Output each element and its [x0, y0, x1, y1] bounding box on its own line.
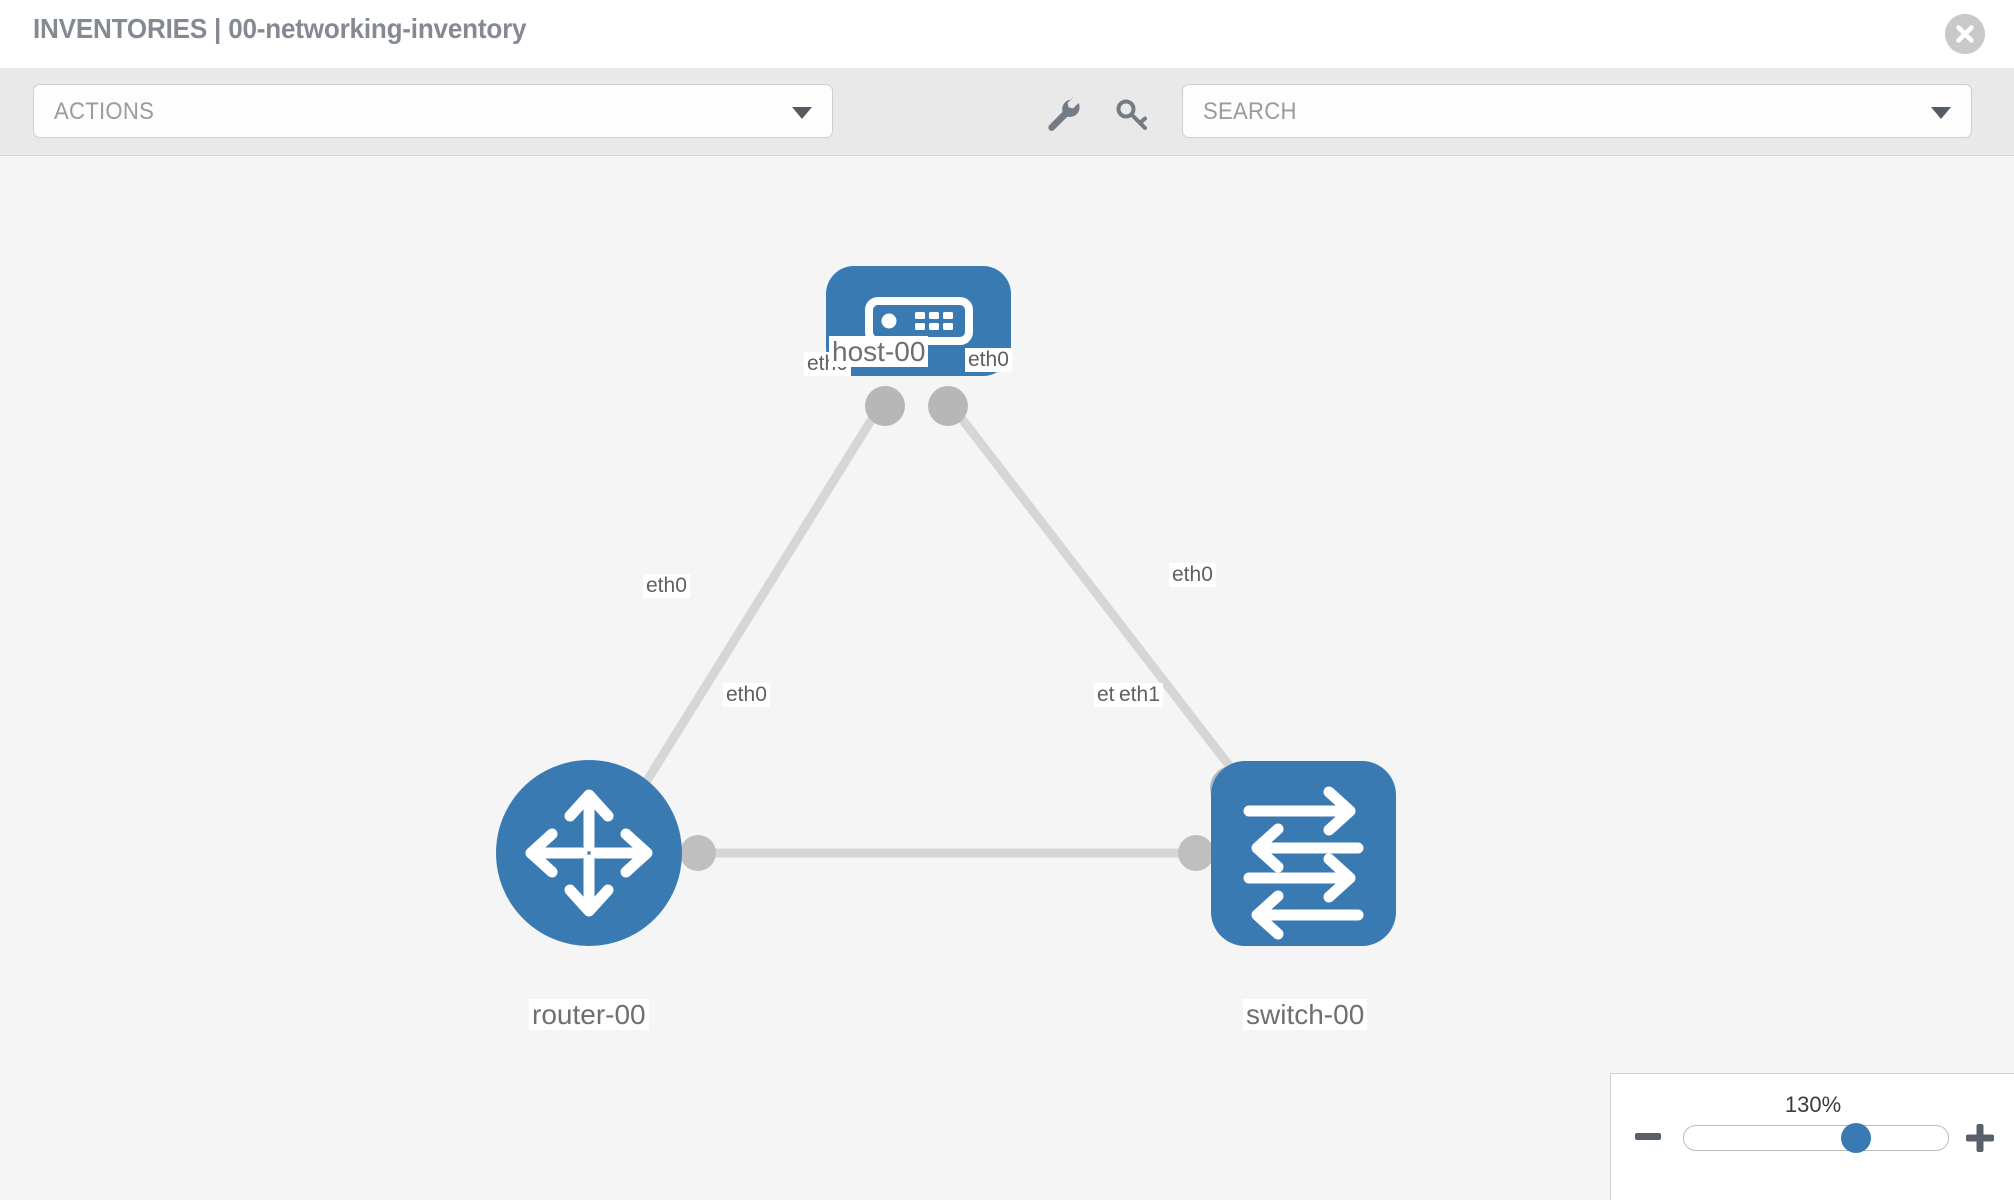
zoom-slider[interactable] [1683, 1123, 1949, 1153]
zoom-slider-thumb[interactable] [1841, 1123, 1871, 1153]
close-icon[interactable] [1945, 14, 1985, 54]
switch-icon [1243, 786, 1364, 940]
link-host-switch [948, 403, 1272, 819]
iface-label-host-right: eth0 [965, 348, 1012, 373]
node-label-router-00: router-00 [529, 999, 649, 1031]
page-header: INVENTORIES | 00-networking-inventory [0, 0, 2014, 68]
topology-connectors [680, 386, 1254, 871]
key-icon[interactable] [1110, 92, 1154, 136]
router-icon [525, 789, 653, 917]
chevron-down-icon [1931, 107, 1951, 119]
chevron-down-icon [792, 107, 812, 119]
iface-label-switch-up: eth0 [1169, 563, 1216, 588]
zoom-control-panel: 130% [1610, 1073, 2014, 1200]
iface-label-switch-left: eth1 [1116, 683, 1163, 708]
actions-dropdown-label: ACTIONS [54, 98, 155, 125]
topology-graph [496, 266, 1396, 946]
zoom-out-button[interactable] [1633, 1122, 1663, 1152]
node-router-00[interactable] [496, 760, 682, 946]
actions-dropdown[interactable]: ACTIONS [33, 84, 833, 138]
toolbar: ACTIONS SEARCH [0, 68, 2014, 156]
topology-canvas[interactable]: eth0 host-00 eth0 eth0 eth0 eth0 eth0 et… [0, 156, 2014, 1200]
node-switch-00[interactable] [1211, 761, 1396, 946]
connector-router-right [680, 835, 716, 871]
search-placeholder: SEARCH [1203, 98, 1297, 125]
node-label-switch-00: switch-00 [1243, 999, 1368, 1031]
connector-host-left [865, 386, 905, 426]
iface-label-router-right: eth0 [723, 683, 770, 708]
node-label-host-00: host-00 [829, 336, 929, 368]
topology-links [621, 403, 1272, 858]
link-host-router [621, 403, 884, 819]
iface-label-router-up: eth0 [643, 574, 690, 599]
zoom-level-label: 130% [1784, 1092, 1842, 1117]
connector-host-right [928, 386, 968, 426]
search-input[interactable]: SEARCH [1182, 84, 1972, 138]
zoom-in-button[interactable] [1964, 1122, 1996, 1154]
wrench-icon[interactable] [1041, 92, 1085, 136]
connector-switch-left [1178, 835, 1214, 871]
page-title: INVENTORIES | 00-networking-inventory [33, 13, 527, 44]
